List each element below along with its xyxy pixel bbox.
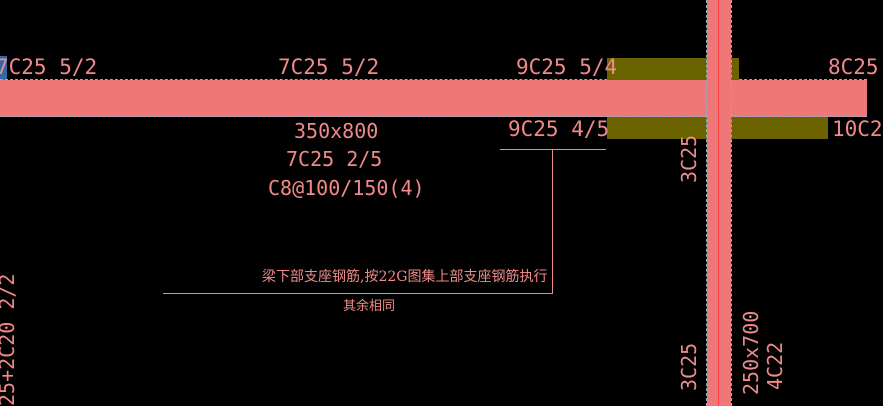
vertical-column[interactable] [707,0,731,406]
leader-line-bottom [163,293,553,294]
label-column-size[interactable]: 250x700 [739,310,763,395]
beam-top-dashline [0,79,867,80]
support-block-right-lower[interactable] [731,117,828,139]
column-centerline [718,0,719,406]
label-beam-size[interactable]: 350x800 [294,119,379,143]
label-top-mid[interactable]: 7C25 5/2 [278,55,380,79]
label-column-upper-bars[interactable]: 3C25 [677,134,701,183]
label-bottom-bars[interactable]: 7C25 2/5 [286,147,383,171]
label-top-left-partial[interactable]: 7C25 5/2 [0,55,98,79]
label-left-vertical[interactable]: 25+2C20 2/2 [0,273,19,406]
leader-line-vertical [552,149,553,294]
column-right-dashline [731,0,732,406]
support-block-left-lower[interactable] [607,117,707,139]
label-below-right[interactable]: 9C25 4/5 [508,117,610,141]
horizontal-beam[interactable] [0,80,867,117]
label-stirrups[interactable]: C8@100/150(4) [268,176,425,200]
leader-line-upper [500,149,606,150]
label-column-main-bars[interactable]: 4C22 [763,341,787,390]
note-main[interactable]: 梁下部支座钢筋,按22G图集上部支座钢筋执行 [262,269,548,285]
label-far-right-bottom[interactable]: 10C2 [832,117,883,141]
support-block-right[interactable] [731,58,739,80]
column-left-dashline [706,0,707,406]
label-column-lower-bars[interactable]: 3C25 [677,342,701,391]
beam-bottom-dashline [0,116,867,117]
label-top-right-near-column[interactable]: 9C25 5/4 [516,55,618,79]
support-block-left[interactable] [607,58,707,80]
label-top-far-right[interactable]: 8C25 [828,55,879,79]
note-sub[interactable]: 其余相同 [343,299,396,314]
